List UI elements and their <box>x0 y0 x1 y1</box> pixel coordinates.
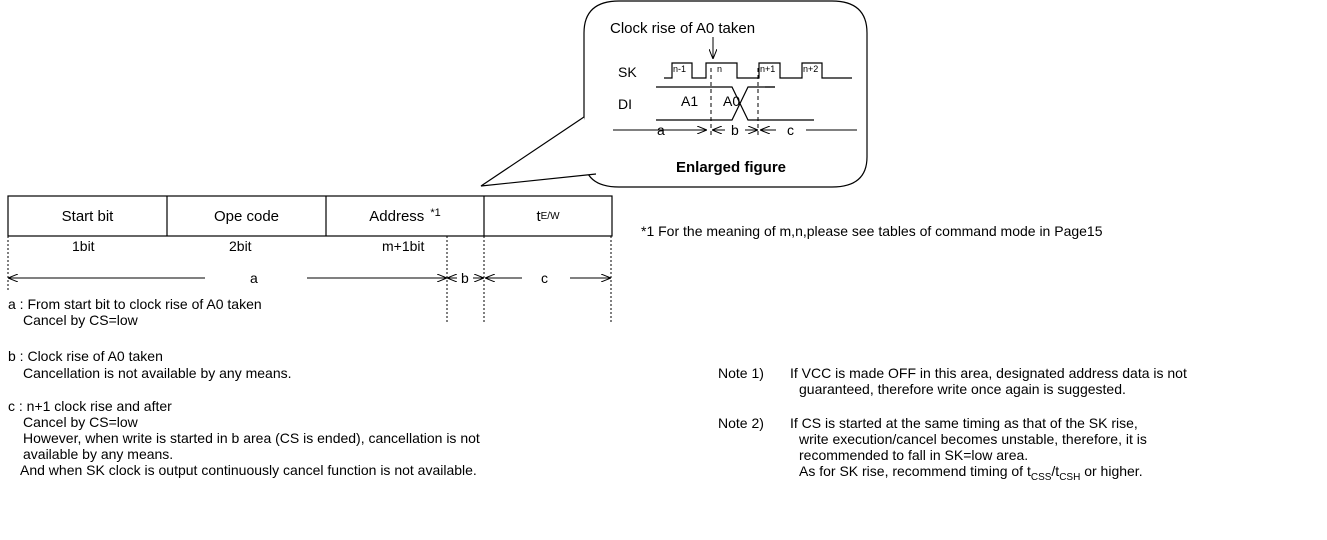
note2-line4: As for SK rise, recommend timing of tCSS… <box>799 463 1143 486</box>
twv-subscript: E/W <box>540 210 560 222</box>
note2-line4-post: or higher. <box>1080 463 1143 479</box>
sk-waveform <box>664 62 852 79</box>
address-footnote-mark: *1 <box>430 207 441 219</box>
note2-line4-pre: As for SK rise, recommend timing of t <box>799 463 1031 479</box>
enlarged-figure-caption: Enlarged figure <box>676 159 787 176</box>
arrow-c-label: c <box>541 270 548 286</box>
clock-label-n-1: n-1 <box>673 64 687 74</box>
bits-address: m+1bit <box>382 238 425 254</box>
desc-c-text-2: However, when write is started in b area… <box>23 430 480 446</box>
sk-label: SK <box>618 64 637 80</box>
desc-a-text: Cancel by CS=low <box>23 312 138 328</box>
desc-c-heading: c : n+1 clock rise and after <box>8 398 172 414</box>
clock-label-n+2: n+2 <box>803 64 819 74</box>
note1-line1: If VCC is made OFF in this area, designa… <box>790 365 1187 381</box>
desc-c-text-3: available by any means. <box>23 446 174 462</box>
cell-start-bit: Start bit <box>61 207 114 225</box>
callout-pointer <box>480 116 597 187</box>
desc-b-heading: b : Clock rise of A0 taken <box>8 348 163 364</box>
note2-line1: If CS is started at the same timing as t… <box>790 415 1138 431</box>
frame-table <box>7 195 613 237</box>
note2-sub-csh: CSH <box>1059 471 1081 483</box>
bits-opcode: 2bit <box>229 238 252 254</box>
desc-a-heading: a : From start bit to clock rise of A0 t… <box>8 296 262 312</box>
enlarged-figure-bubble <box>480 0 868 188</box>
arrow-a-label: a <box>250 270 258 286</box>
note1-label: Note 1) <box>718 365 764 381</box>
bubble-region-a: a <box>657 122 665 138</box>
cell-ope-code: Ope code <box>213 207 280 225</box>
cell-address: Address *1 <box>326 196 484 236</box>
desc-c-text-1: Cancel by CS=low <box>23 414 138 430</box>
note1-line2: guaranteed, therefore write once again i… <box>799 381 1126 397</box>
bubble-outline <box>583 0 868 188</box>
clock-label-n: n <box>717 64 723 74</box>
di-bit-a0: A0 <box>723 93 741 109</box>
note2-line2: write execution/cancel becomes unstable,… <box>799 431 1147 447</box>
di-bit-a1: A1 <box>681 93 699 109</box>
bubble-title: Clock rise of A0 taken <box>610 20 756 37</box>
bubble-region-c: c <box>787 122 794 138</box>
twv-label: t <box>536 207 541 225</box>
di-waveform <box>656 86 814 121</box>
desc-c-text-4: And when SK clock is output continuously… <box>20 462 477 478</box>
note2-slash: /t <box>1051 463 1060 479</box>
note2-line3: recommended to fall in SK=low area. <box>799 447 1029 463</box>
arrow-b-label: b <box>461 270 469 286</box>
di-label: DI <box>618 96 632 112</box>
bits-start: 1bit <box>72 238 95 254</box>
desc-b-text: Cancellation is not available by any mea… <box>23 365 292 381</box>
clock-label-n+1: n+1 <box>760 64 776 74</box>
bubble-region-b: b <box>731 122 739 138</box>
cell-address-label: Address <box>369 207 425 225</box>
footnote-command-mode: *1 For the meaning of m,n,please see tab… <box>641 223 1103 239</box>
note2-sub-css: CSS <box>1030 471 1052 483</box>
note2-label: Note 2) <box>718 415 764 431</box>
